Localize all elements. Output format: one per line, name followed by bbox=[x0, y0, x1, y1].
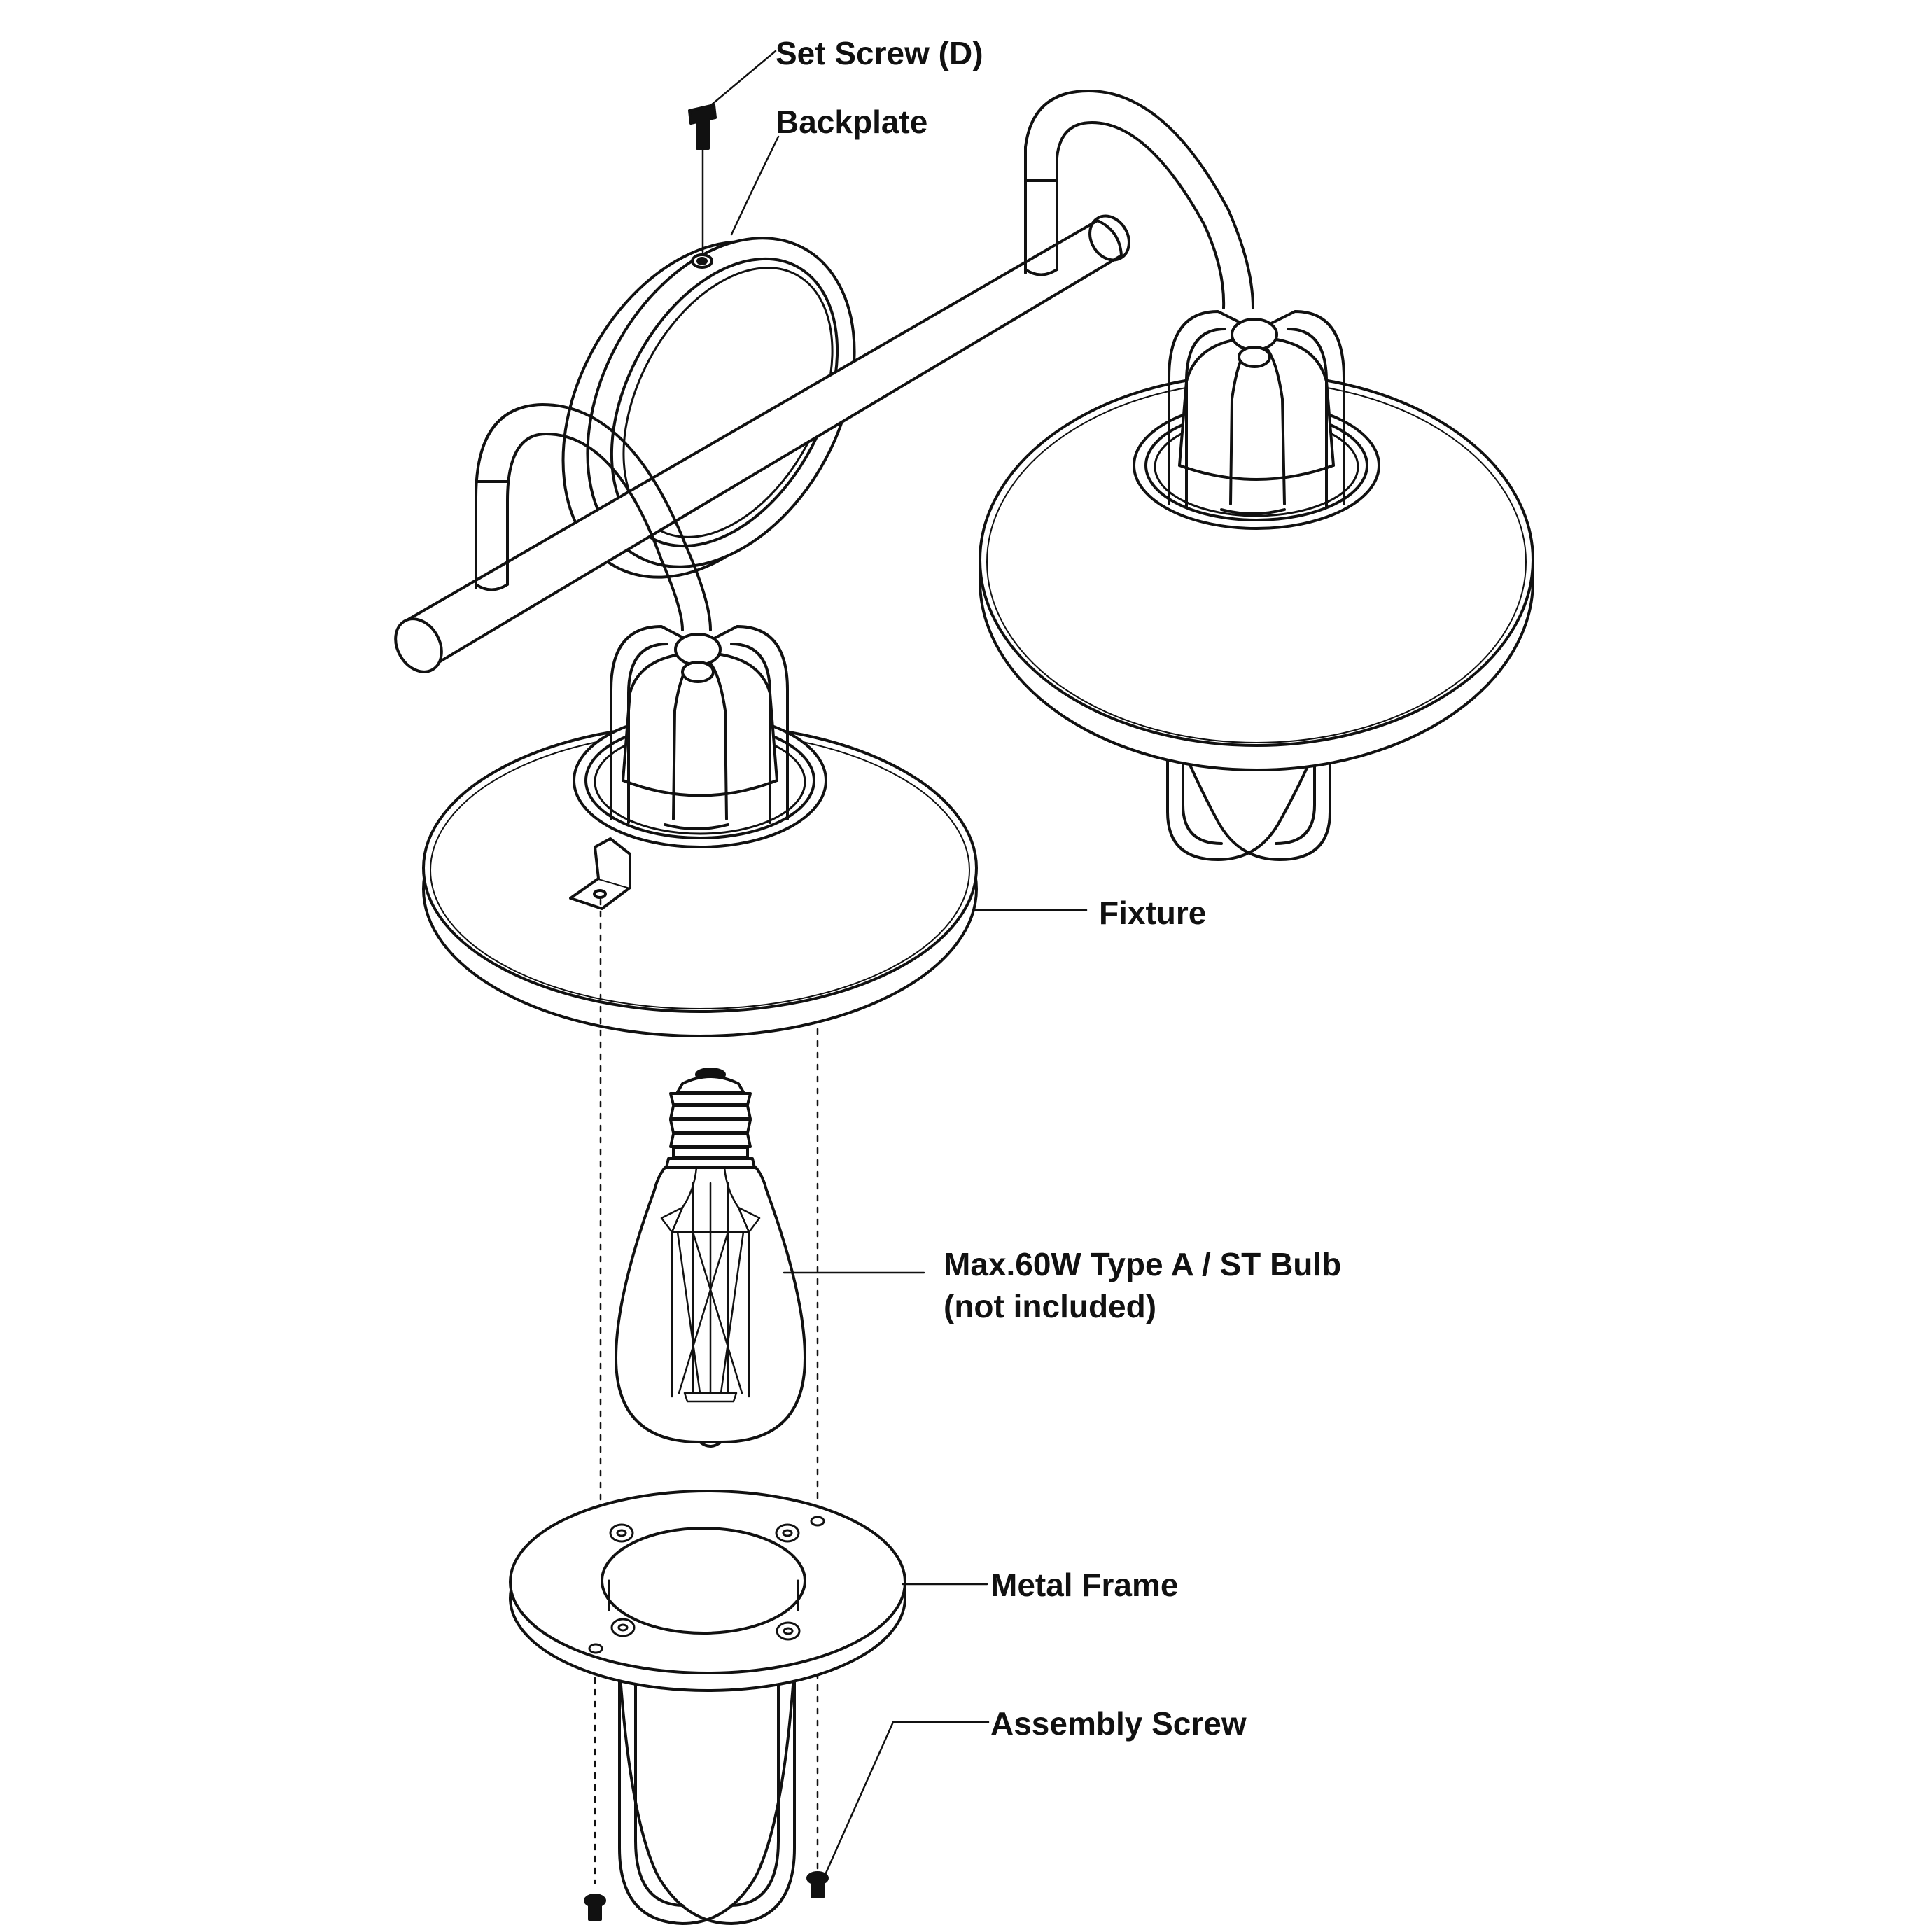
label-bulb-line1: Max.60W Type A / ST Bulb bbox=[944, 1246, 1341, 1282]
gooseneck-right bbox=[1024, 90, 1254, 309]
label-metal-frame: Metal Frame bbox=[990, 1567, 1178, 1603]
assembly-screw-right bbox=[806, 1871, 829, 1898]
label-set-screw: Set Screw (D) bbox=[776, 35, 983, 71]
labels: Set Screw (D) Backplate Fixture Max.60W … bbox=[776, 35, 1341, 1742]
left-lamp bbox=[422, 625, 978, 1037]
label-fixture: Fixture bbox=[1099, 895, 1206, 931]
horizontal-arm bbox=[394, 214, 1130, 673]
right-lamp bbox=[979, 310, 1534, 861]
metal-frame bbox=[509, 1490, 906, 1925]
label-backplate: Backplate bbox=[776, 104, 927, 140]
gooseneck-left bbox=[475, 403, 712, 631]
assembly-screw-left bbox=[584, 1893, 606, 1921]
leader-lines bbox=[706, 50, 1088, 1877]
set-screw bbox=[688, 104, 717, 253]
label-assembly-screw: Assembly Screw bbox=[990, 1705, 1247, 1742]
label-bulb-line2: (not included) bbox=[944, 1288, 1156, 1324]
bulb bbox=[615, 1068, 806, 1448]
